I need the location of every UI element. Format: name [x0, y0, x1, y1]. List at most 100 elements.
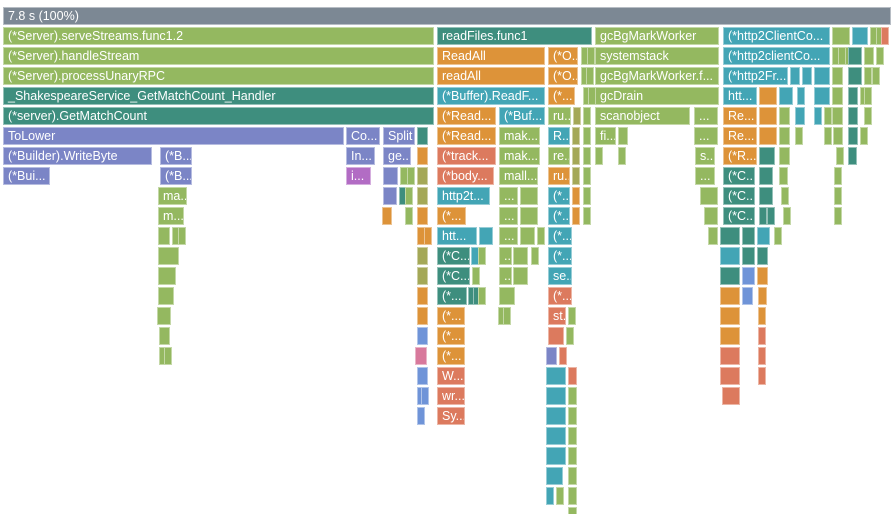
flame-frame[interactable] [757, 247, 768, 265]
flame-frame[interactable] [572, 127, 580, 145]
flame-frame[interactable] [742, 267, 755, 285]
flame-frame[interactable] [478, 287, 486, 305]
flame-frame[interactable] [417, 127, 428, 145]
flame-frame[interactable] [405, 207, 413, 225]
flame-frame[interactable] [860, 127, 868, 145]
flame-frame[interactable]: ReadAll [437, 47, 545, 65]
flame-frame[interactable]: W... [437, 367, 465, 385]
flame-root-frame[interactable]: 7.8 s (100%) [3, 7, 891, 25]
flame-frame[interactable]: mak... [499, 127, 540, 145]
flame-frame[interactable] [417, 407, 425, 425]
flame-frame[interactable]: ... [499, 227, 518, 245]
flame-frame[interactable] [864, 67, 872, 85]
flame-frame[interactable]: (*R... [723, 147, 757, 165]
flame-frame[interactable] [164, 347, 172, 365]
flame-frame[interactable] [405, 187, 413, 205]
flame-frame[interactable]: (*... [437, 327, 465, 345]
flame-frame[interactable] [572, 207, 580, 225]
flame-frame[interactable] [537, 227, 545, 245]
flame-frame[interactable]: gcBgMarkWorker [595, 27, 719, 45]
flame-frame[interactable]: ge... [383, 147, 411, 165]
flame-frame[interactable] [417, 287, 428, 305]
flame-frame[interactable] [568, 447, 577, 465]
flame-frame[interactable] [572, 187, 580, 205]
flame-frame[interactable] [618, 147, 626, 165]
flame-frame[interactable]: (*... [437, 207, 466, 225]
flame-frame[interactable]: R... [548, 127, 570, 145]
flame-frame[interactable]: (*... [437, 287, 467, 305]
flame-frame[interactable] [417, 147, 428, 165]
flame-frame[interactable] [790, 67, 800, 85]
flame-frame[interactable]: ... [499, 267, 512, 285]
flame-frame[interactable]: (*... [548, 87, 575, 105]
flame-frame[interactable] [546, 427, 566, 445]
flame-frame[interactable] [758, 367, 766, 385]
flame-frame[interactable]: scanobject [595, 107, 690, 125]
flame-frame[interactable] [704, 207, 718, 225]
flame-frame[interactable] [814, 67, 830, 85]
flame-frame[interactable] [548, 327, 564, 345]
flame-frame[interactable] [568, 427, 577, 445]
flame-frame[interactable] [520, 227, 535, 245]
flame-frame[interactable] [546, 447, 566, 465]
flame-frame[interactable]: (*server).GetMatchCount [3, 107, 434, 125]
flame-frame[interactable]: (*O... [548, 47, 578, 65]
flame-frame[interactable] [759, 87, 777, 105]
flame-frame[interactable] [759, 147, 775, 165]
flame-frame[interactable] [568, 507, 577, 514]
flame-frame[interactable]: gcBgMarkWorker.f... [595, 67, 719, 85]
flame-frame[interactable]: _ShakespeareService_GetMatchCount_Handle… [3, 87, 434, 105]
flame-frame[interactable] [758, 347, 766, 365]
flame-frame[interactable] [158, 247, 179, 265]
flame-frame[interactable] [881, 27, 889, 45]
flame-frame[interactable] [417, 167, 428, 185]
flame-frame[interactable] [583, 127, 591, 145]
flame-frame[interactable]: (*... [437, 347, 465, 365]
flame-frame[interactable]: ... [499, 187, 518, 205]
flame-frame[interactable]: ... [499, 207, 518, 225]
flame-frame[interactable]: (*C... [723, 207, 755, 225]
flame-frame[interactable] [824, 127, 832, 145]
flame-frame[interactable] [795, 127, 803, 145]
flame-frame[interactable] [722, 387, 740, 405]
flame-frame[interactable]: (*... [548, 187, 570, 205]
flame-frame[interactable] [546, 407, 566, 425]
flame-frame[interactable] [417, 247, 428, 265]
flame-frame[interactable]: (*Buffer).ReadF... [437, 87, 545, 105]
flame-frame[interactable] [572, 167, 580, 185]
flame-frame[interactable] [834, 207, 842, 225]
flame-frame[interactable] [158, 267, 176, 285]
flame-frame[interactable] [417, 307, 428, 325]
flame-frame[interactable] [417, 187, 428, 205]
flame-frame[interactable] [758, 307, 766, 325]
flame-frame[interactable]: (*body... [437, 167, 494, 185]
flame-frame[interactable]: readAll [437, 67, 545, 85]
flame-frame[interactable] [720, 347, 740, 365]
flame-frame[interactable]: fi... [595, 127, 616, 145]
flame-frame[interactable] [583, 207, 591, 225]
flame-frame[interactable] [757, 227, 770, 245]
flame-frame[interactable]: (*Server).processUnaryRPC [3, 67, 434, 85]
flame-frame[interactable]: (*B... [160, 147, 192, 165]
flame-frame[interactable] [720, 327, 740, 345]
flame-frame[interactable] [758, 287, 767, 305]
flame-frame[interactable] [479, 227, 493, 245]
flame-frame[interactable] [383, 187, 397, 205]
flame-frame[interactable]: ToLower [3, 127, 344, 145]
flame-frame[interactable] [568, 387, 577, 405]
flame-frame[interactable] [779, 167, 788, 185]
flame-frame[interactable] [383, 167, 398, 185]
flame-frame[interactable]: (*C... [437, 267, 470, 285]
flame-frame[interactable] [513, 247, 528, 265]
flame-frame[interactable] [586, 67, 594, 85]
flame-frame[interactable] [814, 107, 822, 125]
flame-frame[interactable] [568, 307, 576, 325]
flame-frame[interactable]: (*... [548, 227, 572, 245]
flame-frame[interactable] [759, 107, 777, 125]
flame-frame[interactable]: ... [499, 247, 512, 265]
flame-frame[interactable] [546, 467, 563, 485]
flame-frame[interactable] [759, 127, 777, 145]
flame-frame[interactable] [546, 347, 557, 365]
flame-frame[interactable]: i... [346, 167, 371, 185]
flame-frame[interactable] [546, 387, 566, 405]
